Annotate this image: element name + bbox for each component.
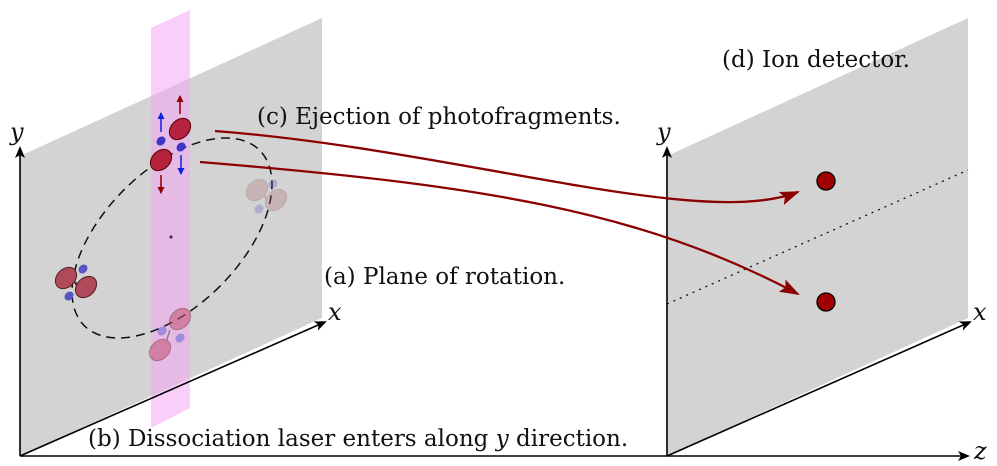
ion-spot-lower bbox=[816, 292, 836, 312]
label-plane-of-rotation: (a) Plane of rotation. bbox=[324, 264, 565, 290]
rotation-path bbox=[71, 137, 273, 339]
fragment-red-ellipse bbox=[264, 188, 288, 212]
fragment-red-ellipse bbox=[245, 178, 269, 202]
left-y-axis-label: y bbox=[9, 118, 24, 146]
fragment-blue-ellipse bbox=[268, 179, 278, 189]
fragment-blue-ellipse bbox=[78, 264, 88, 274]
ion-spot-upper bbox=[816, 171, 836, 191]
molecule-bottom bbox=[148, 307, 192, 362]
right-y-axis-label: y bbox=[656, 118, 671, 146]
fragment-red-ellipse bbox=[168, 307, 192, 331]
left-x-axis bbox=[19, 321, 327, 457]
trajectory-upper bbox=[214, 129, 800, 206]
molecule-left bbox=[54, 264, 98, 301]
fragment-blue-ellipse bbox=[64, 291, 74, 301]
detector-plane bbox=[667, 18, 968, 456]
fragment-blue-ellipse bbox=[156, 136, 166, 146]
label-laser-axis: y bbox=[495, 426, 510, 452]
label-laser-prefix: (b) Dissociation laser enters along bbox=[88, 426, 496, 452]
right-x-axis bbox=[666, 321, 972, 457]
detector-midline bbox=[666, 169, 969, 305]
molecule-top bbox=[149, 95, 192, 194]
fragment-blue-ellipse bbox=[157, 326, 167, 336]
fragment-red-ellipse bbox=[168, 117, 192, 141]
z-axis-label: z bbox=[973, 437, 987, 465]
fragment-red-ellipse bbox=[74, 275, 98, 299]
fragment-blue-ellipse bbox=[175, 333, 185, 343]
label-ejection: (c) Ejection of photofragments. bbox=[257, 104, 621, 130]
fragment-red-ellipse bbox=[149, 148, 173, 172]
molecule-right bbox=[245, 178, 288, 214]
trajectory-lower bbox=[199, 160, 800, 296]
laser-sheet bbox=[151, 10, 190, 428]
rotation-center bbox=[169, 235, 173, 239]
left-x-axis-label: x bbox=[328, 298, 342, 326]
fragment-red-ellipse bbox=[148, 338, 172, 362]
fragment-blue-ellipse bbox=[176, 142, 186, 152]
right-x-axis-label: x bbox=[973, 298, 987, 326]
fragment-red-ellipse bbox=[54, 266, 78, 290]
label-laser: (b) Dissociation laser enters along y di… bbox=[88, 426, 628, 452]
fragment-blue-ellipse bbox=[254, 204, 264, 214]
label-laser-suffix: direction. bbox=[509, 426, 628, 452]
label-detector: (d) Ion detector. bbox=[722, 47, 910, 73]
